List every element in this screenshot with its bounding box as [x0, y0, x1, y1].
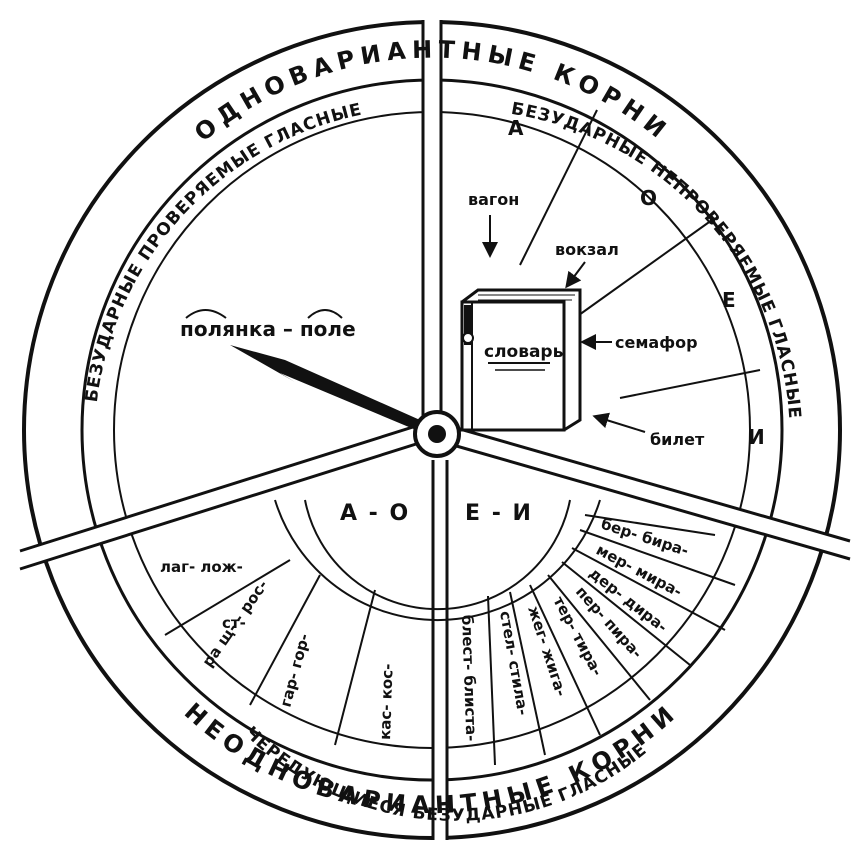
checked-vowels-title: БЕЗУДАРНЫЕ ПРОВЕРЯЕМЫЕ ГЛАСНЫЕ: [82, 100, 364, 404]
arrow-bilet: [600, 418, 645, 432]
vowel-o: О: [640, 186, 657, 210]
root-rashch-ros: ра щ- - рос-: [199, 577, 272, 671]
word-vagon: вагон: [468, 190, 519, 209]
root-blest-blista: блест- блиста-: [458, 615, 480, 742]
root-kas-kos: кас- кос-: [376, 663, 397, 740]
alt-vowels-ao: А - О: [340, 501, 410, 526]
root-lag-lozh: лаг- лож-: [160, 558, 243, 576]
vowel-i: И: [748, 425, 765, 449]
hub-center: [428, 425, 446, 443]
alt-vowels-ei: Е - И: [465, 501, 533, 526]
checked-example: полянка – поле: [180, 317, 356, 341]
root-gar-gor: гар- гор-: [276, 632, 313, 709]
pointer-arrow: [230, 345, 420, 430]
word-bilet: билет: [650, 430, 705, 449]
word-semafor: семафор: [615, 333, 698, 352]
vowel-e: Е: [722, 288, 736, 312]
vowel-a: А: [508, 116, 524, 140]
arrow-vokzal: [570, 262, 585, 282]
book-label: словарь: [484, 342, 563, 362]
word-vokzal: вокзал: [555, 240, 619, 259]
root-stel-stila: стел- стила-: [496, 610, 532, 717]
